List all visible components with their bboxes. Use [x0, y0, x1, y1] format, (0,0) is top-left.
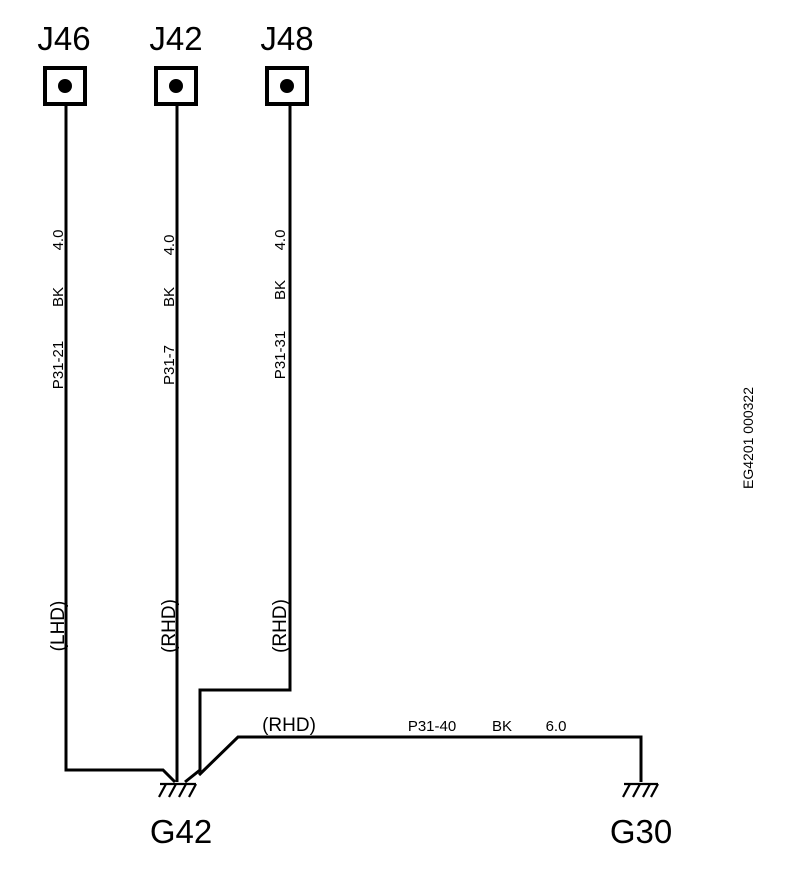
wire-j42-variant-label: (RHD)	[159, 599, 180, 653]
svg-text:(RHD): (RHD)	[159, 599, 180, 653]
wire-j46	[64, 104, 177, 784]
svg-text:BK: BK	[272, 280, 289, 300]
wire-j48-pin-label: P31-31	[272, 331, 289, 379]
svg-text:P31-21: P31-21	[50, 341, 67, 389]
ground-wire-pin-label: P31-40	[408, 718, 456, 735]
wire-j42-pin-label: P31-7	[161, 345, 178, 385]
svg-text:P31-7: P31-7	[161, 345, 178, 385]
svg-text:(LHD): (LHD)	[48, 601, 69, 652]
wire-j46-gauge-label: 4.0	[50, 230, 67, 251]
ground-wire-variant-label: (RHD)	[262, 715, 316, 736]
svg-text:4.0: 4.0	[161, 235, 178, 256]
connector-j46-pin	[58, 79, 72, 93]
svg-text:EG4201 000322: EG4201 000322	[740, 387, 756, 489]
connector-j48-pin	[280, 79, 294, 93]
figure-id: EG4201 000322	[740, 387, 756, 489]
wire-g42-g30	[197, 735, 643, 782]
ground-g42-label: G42	[150, 813, 212, 850]
svg-text:4.0: 4.0	[272, 230, 289, 251]
wire-j42-gauge-label: 4.0	[161, 235, 178, 256]
wire-j46-pin-label: P31-21	[50, 341, 67, 389]
svg-text:P31-31: P31-31	[272, 331, 289, 379]
wire-j42-color-label: BK	[161, 287, 178, 307]
wire-j48-gauge-label: 4.0	[272, 230, 289, 251]
ground-g42-icon	[158, 782, 197, 798]
wire-j46-color-label: BK	[50, 287, 67, 307]
connector-j48-label: J48	[260, 20, 313, 57]
connector-j42-label: J42	[149, 20, 202, 57]
svg-text:(RHD): (RHD)	[270, 599, 291, 653]
wire-j48-color-label: BK	[272, 280, 289, 300]
wire-j48-variant-label: (RHD)	[270, 599, 291, 653]
ground-wire-color-label: BK	[492, 718, 512, 735]
connector-j42: J42	[149, 20, 203, 106]
connector-j46: J46	[37, 20, 91, 106]
wire-j46-variant-label: (LHD)	[48, 601, 69, 652]
wire-j48	[184, 104, 292, 784]
connector-j48: J48	[260, 20, 314, 106]
ground-g30-label: G30	[610, 813, 672, 850]
connector-j46-label: J46	[37, 20, 90, 57]
ground-g30-icon	[622, 782, 659, 798]
ground-wire-gauge-label: 6.0	[546, 718, 567, 735]
connector-j42-pin	[169, 79, 183, 93]
svg-text:4.0: 4.0	[50, 230, 67, 251]
svg-text:BK: BK	[50, 287, 67, 307]
svg-text:BK: BK	[161, 287, 178, 307]
